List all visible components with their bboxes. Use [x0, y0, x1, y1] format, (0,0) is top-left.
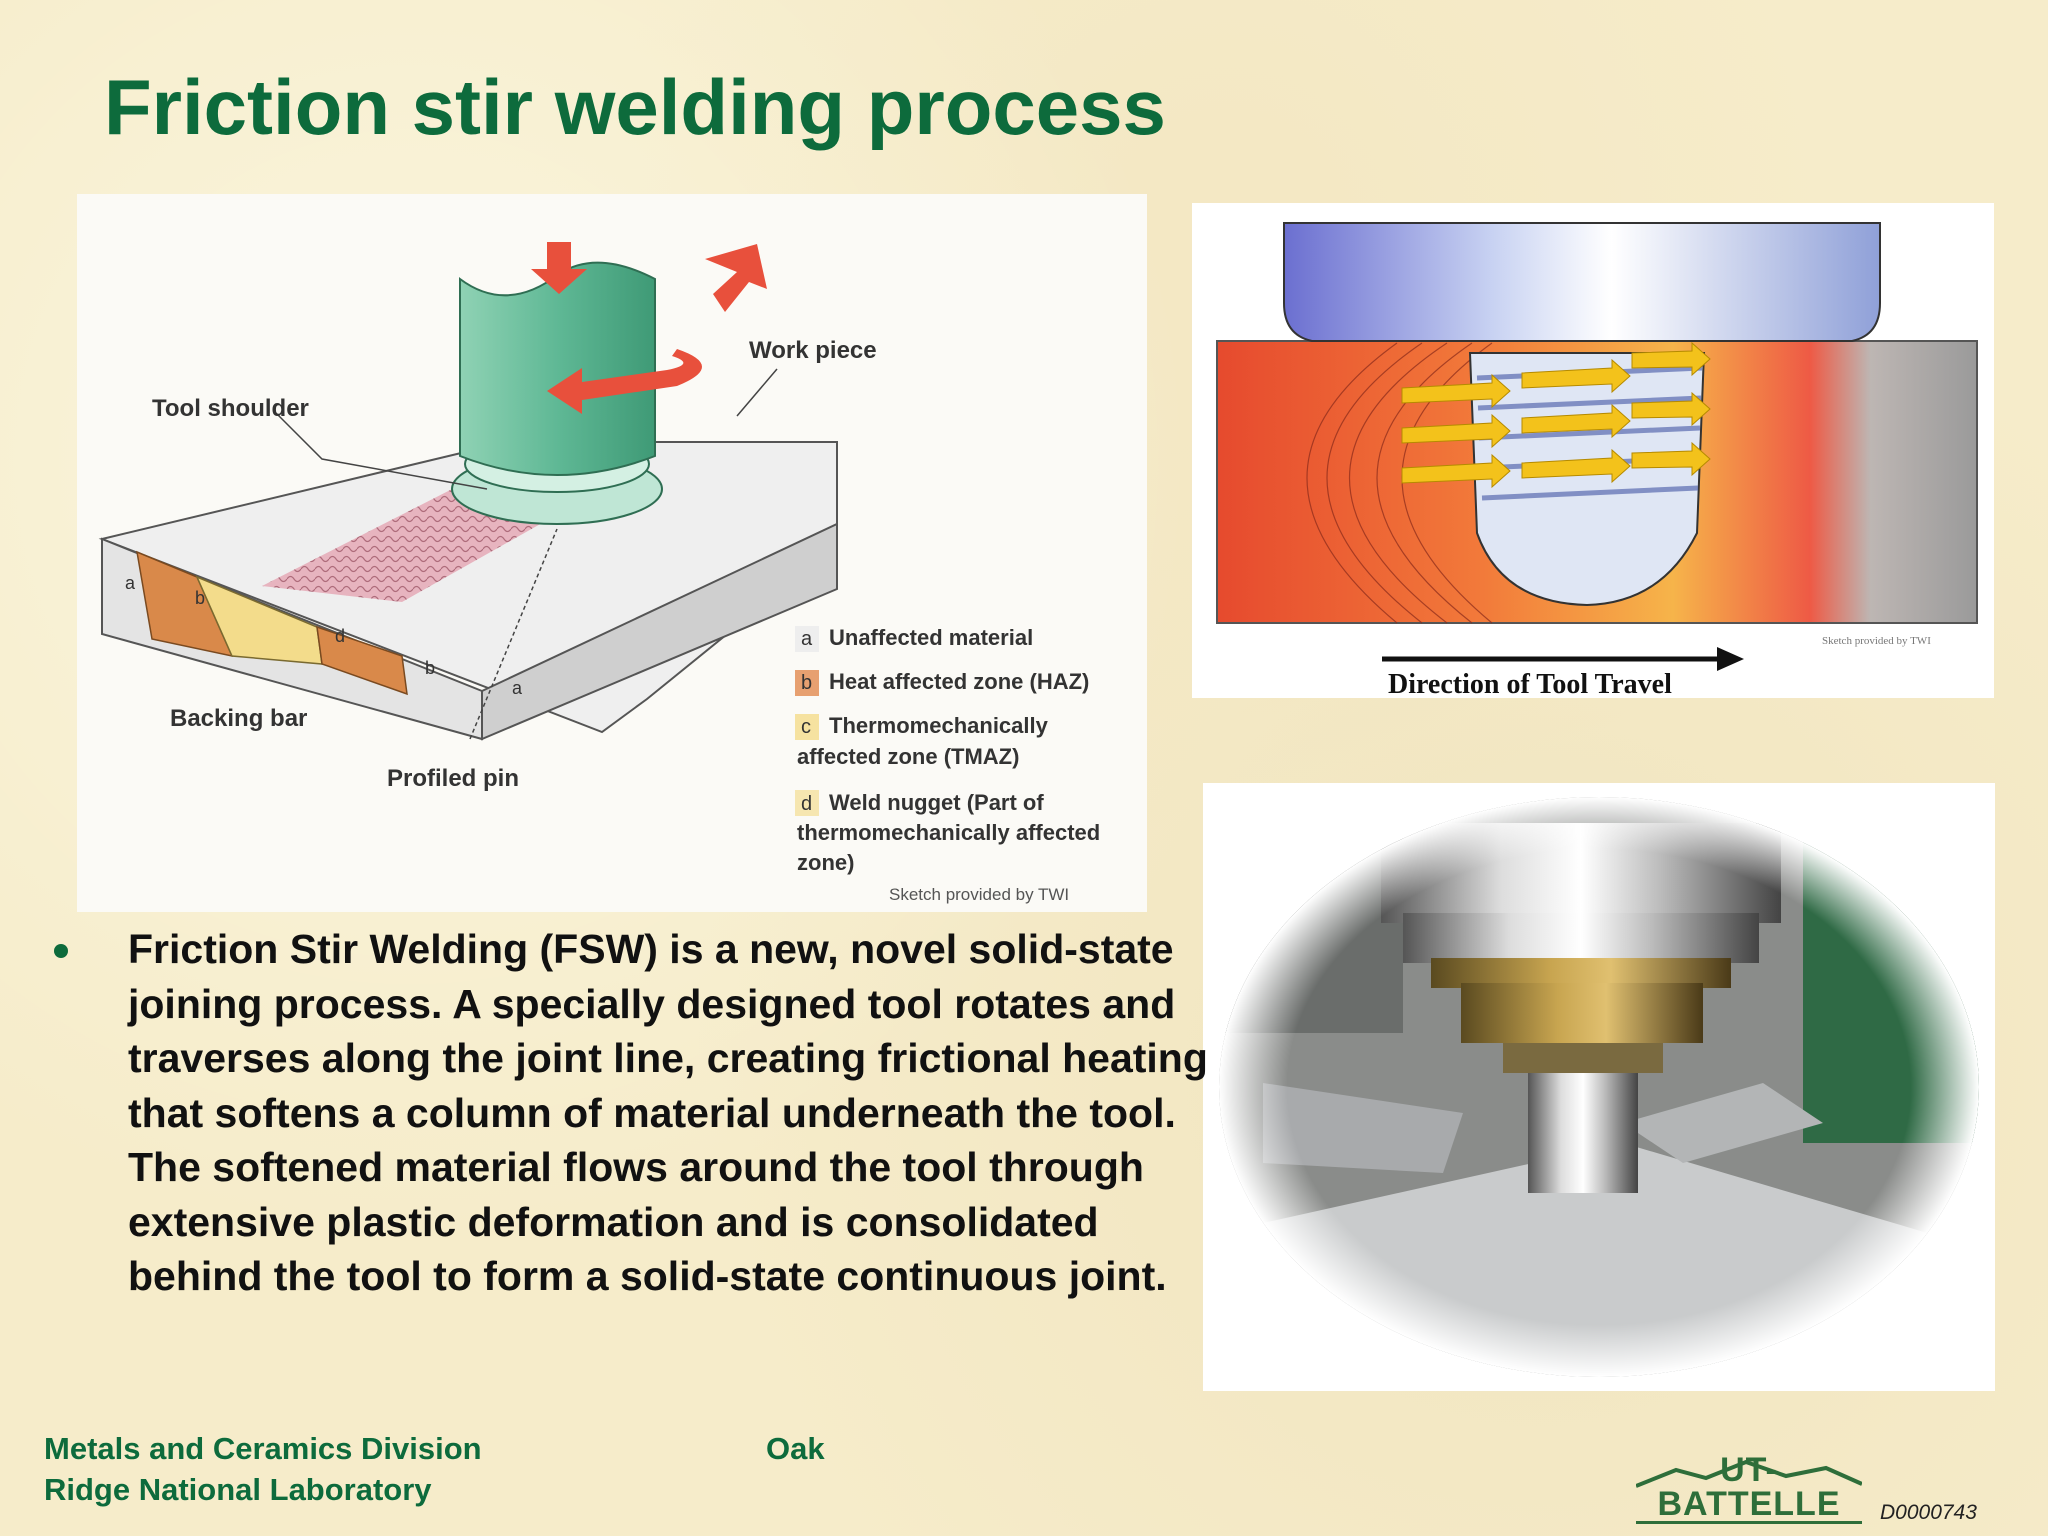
legend-key-b: b	[801, 672, 812, 694]
photo-svg	[1219, 797, 1979, 1377]
legend-text-d2: thermomechanically affected	[797, 820, 1100, 845]
footer-division: Metals and Ceramics Division Ridge Natio…	[44, 1428, 482, 1510]
workpiece-side	[481, 522, 838, 741]
legend-text-c2: affected zone (TMAZ)	[797, 744, 1019, 769]
logo-text: UT-BATTELLE	[1636, 1453, 1862, 1524]
diagram-credit: Sketch provided by TWI	[889, 885, 1069, 904]
document-id: D0000743	[1880, 1501, 1977, 1524]
tool-body	[1283, 222, 1881, 342]
haz-zone-right	[316, 625, 408, 696]
footer-division-line1: Metals and Ceramics Division	[44, 1431, 482, 1466]
fsw-schematic-svg: Tool shoulder Work piece Backing bar Pro…	[98, 242, 1100, 904]
fsw-schematic-diagram: Tool shoulder Work piece Backing bar Pro…	[77, 194, 1147, 912]
legend-swatch-d	[795, 790, 819, 816]
footer-division-line2: Ridge National Laboratory	[44, 1472, 432, 1507]
slide-title: Friction stir welding process	[104, 63, 1166, 151]
label-zone-a-left: a	[125, 573, 136, 593]
legend-key-c: c	[801, 716, 811, 738]
label-work-piece: Work piece	[749, 337, 877, 364]
label-zone-b-right: b	[425, 658, 435, 678]
legend-text-b: Heat affected zone (HAZ)	[829, 669, 1089, 694]
fsw-tool-photo	[1203, 783, 1995, 1391]
rotation-arrow	[547, 349, 702, 414]
label-tool-shoulder: Tool shoulder	[152, 395, 309, 422]
legend-text-d3: zone)	[797, 850, 854, 875]
legend-swatch-c	[795, 714, 819, 740]
travel-arrow	[705, 244, 767, 312]
downforce-arrow	[531, 242, 587, 294]
cross-section-credit: Sketch provided by TWI	[1822, 635, 1931, 647]
footer-oak: Oak	[766, 1431, 825, 1466]
ut-battelle-logo: UT-BATTELLE	[1636, 1453, 1862, 1524]
legend-text-c1: Thermomechanically	[829, 713, 1049, 738]
legend-key-d: d	[801, 793, 812, 815]
cross-section-svg: Sketch provided by TWI Direction of Tool…	[1216, 222, 1978, 698]
label-zone-d: d	[335, 626, 345, 646]
legend-text-a: Unaffected material	[829, 625, 1033, 650]
bullet-text: Friction Stir Welding (FSW) is a new, no…	[128, 926, 1208, 1299]
legend-swatch-a	[795, 626, 819, 652]
rotating-tool	[459, 261, 656, 476]
legend-key-a: a	[801, 628, 813, 650]
logo-mountains-icon	[1636, 1460, 1862, 1488]
label-zone-a-right: a	[512, 678, 523, 698]
bullet-dot-icon	[54, 944, 68, 958]
label-zone-b-left: b	[195, 588, 205, 608]
label-profiled-pin: Profiled pin	[387, 765, 519, 792]
legend-text-d1: Weld nugget (Part of	[829, 790, 1044, 815]
direction-of-travel-caption: Direction of Tool Travel	[1388, 669, 1672, 698]
tool-cross-section-figure: Sketch provided by TWI Direction of Tool…	[1192, 203, 1994, 698]
direction-arrow-head	[1717, 647, 1744, 671]
label-backing-bar: Backing bar	[170, 705, 307, 732]
legend-swatch-b	[795, 670, 819, 696]
